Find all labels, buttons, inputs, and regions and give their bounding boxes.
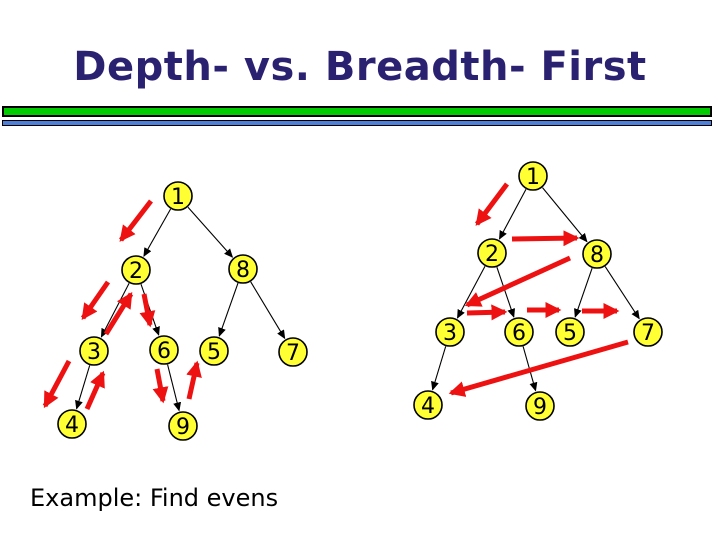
- node-label-5: 5: [563, 321, 577, 346]
- traversal-arrow-9-6: [186, 360, 202, 400]
- tree-node-2: [121, 255, 151, 285]
- node-label-7: 7: [286, 341, 300, 366]
- node-label-6: 6: [512, 321, 526, 346]
- tree-node-1: [163, 181, 193, 211]
- title-underline-green-bar: [2, 106, 712, 117]
- example-caption: Example: Find evens: [30, 484, 279, 512]
- traversal-arrow-3-2: [103, 291, 134, 336]
- edge-1-2: [499, 188, 527, 240]
- tree-node-8: [228, 254, 258, 284]
- traversal-arrow-7-4: [448, 339, 629, 397]
- traversal-arrow-4-3: [84, 370, 106, 411]
- node-label-1: 1: [171, 185, 185, 210]
- node-label-7: 7: [641, 321, 655, 346]
- traversal-arrow-8-3: [464, 255, 572, 308]
- tree-node-4: [57, 409, 87, 439]
- node-label-4: 4: [65, 413, 79, 438]
- tree-node-7: [633, 317, 663, 347]
- edge-2-3: [457, 265, 486, 319]
- edge-1-2: [143, 208, 172, 257]
- traversal-arrow-3-4: [42, 359, 72, 409]
- node-label-2: 2: [485, 242, 499, 267]
- edge-2-3: [100, 283, 130, 338]
- title-underline-blue-bar: [2, 120, 712, 126]
- node-label-9: 9: [176, 415, 190, 440]
- tree-node-9: [525, 391, 555, 421]
- node-label-9: 9: [533, 395, 547, 420]
- tree-node-8: [582, 239, 612, 269]
- tree-node-9: [168, 411, 198, 441]
- edge-3-4: [75, 365, 91, 410]
- traversal-arrow-3-6: [466, 304, 508, 321]
- traversal-arrow-2-6: [139, 293, 156, 328]
- node-label-3: 3: [443, 321, 457, 346]
- breadth-first-tree: 1 2 8 3 6 5 7 4 9: [413, 161, 663, 421]
- edge-8-5: [574, 268, 593, 318]
- edge-2-6: [140, 284, 160, 336]
- slide-title: Depth- vs. Breadth- First: [73, 44, 647, 90]
- tree-node-6: [504, 317, 534, 347]
- edge-3-4: [431, 346, 447, 391]
- tree-node-3: [79, 336, 109, 366]
- edge-1-8: [542, 187, 588, 243]
- node-label-5: 5: [207, 340, 221, 365]
- tree-node-2: [477, 238, 507, 268]
- edge-6-9: [167, 364, 182, 412]
- edge-1-8: [187, 206, 234, 258]
- tree-node-3: [435, 317, 465, 347]
- edge-8-5: [218, 282, 239, 337]
- node-label-4: 4: [421, 394, 435, 419]
- node-label-3: 3: [87, 340, 101, 365]
- tree-node-5: [555, 317, 585, 347]
- node-label-6: 6: [157, 339, 171, 364]
- node-label-2: 2: [129, 259, 143, 284]
- tree-node-4: [413, 390, 443, 420]
- traversal-arrow-1-2: [119, 199, 153, 242]
- node-label-8: 8: [236, 258, 250, 283]
- tree-node-6: [149, 335, 179, 365]
- edge-8-7: [250, 281, 286, 340]
- depth-first-tree: 1 2 8 3 6 5 7 4 9: [42, 181, 308, 441]
- traversal-arrow-6-9: [152, 368, 169, 404]
- node-label-8: 8: [590, 243, 604, 268]
- edge-8-7: [604, 266, 640, 320]
- tree-node-5: [199, 336, 229, 366]
- tree-node-1: [518, 161, 548, 191]
- node-label-1: 1: [526, 165, 540, 190]
- traversal-arrow-2-3: [80, 280, 111, 320]
- traversal-arrow-2-8: [511, 230, 580, 247]
- traversal-arrow-1-2: [475, 182, 509, 226]
- edge-2-6: [496, 267, 516, 318]
- tree-node-7: [278, 337, 308, 367]
